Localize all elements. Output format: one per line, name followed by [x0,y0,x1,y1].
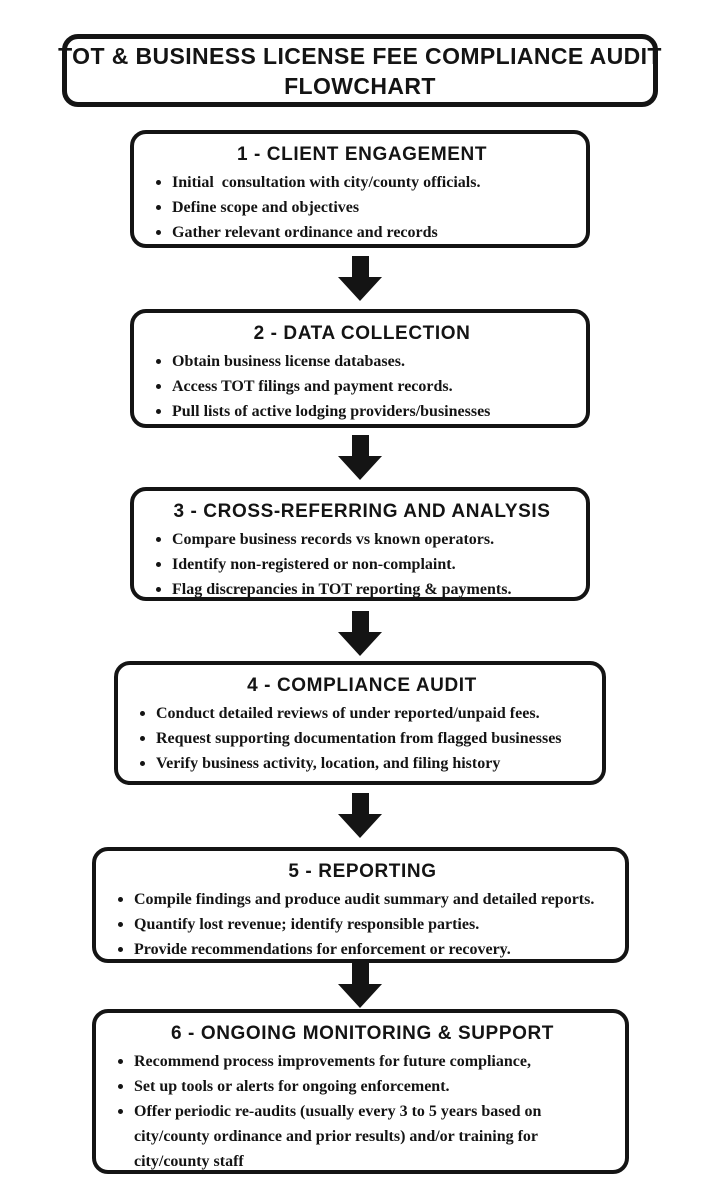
bullet-text: Initial consultation with city/county of… [172,174,481,191]
step-bullet-list: Compare business records vs known operat… [152,527,572,602]
bullet-item: Request supporting documentation from fl… [140,726,588,751]
bullet-dot-icon [118,1084,123,1089]
bullet-text: Recommend process improvements for futur… [134,1053,531,1070]
step-box-cross-referring-analysis: 3 - CROSS-REFERRING AND ANALYSIS Compare… [130,487,590,601]
bullet-dot-icon [140,736,145,741]
step-box-client-engagement: 1 - CLIENT ENGAGEMENT Initial consultati… [130,130,590,248]
step-bullet-list: Conduct detailed reviews of under report… [136,701,588,776]
bullet-dot-icon [156,230,161,235]
bullet-text: Flag discrepancies in TOT reporting & pa… [172,581,512,598]
bullet-item: Verify business activity, location, and … [140,751,588,776]
bullet-item: Quantify lost revenue; identify responsi… [118,912,611,937]
bullet-dot-icon [156,180,161,185]
bullet-item: Compile findings and produce audit summa… [118,887,611,912]
bullet-item: Set up tools or alerts for ongoing enfor… [118,1074,611,1099]
bullet-dot-icon [156,359,161,364]
step-heading: 1 - CLIENT ENGAGEMENT [236,144,488,165]
flowchart-title-line-2: FLOWCHART [284,72,436,99]
bullet-text: Identify non-registered or non-complaint… [172,556,456,573]
bullet-item: Recommend process improvements for futur… [118,1049,611,1074]
down-arrow-icon [337,256,383,301]
down-arrow-icon [337,435,383,480]
bullet-text: Quantify lost revenue; identify responsi… [134,916,480,933]
bullet-text: Verify business activity, location, and … [156,755,501,772]
step-box-compliance-audit: 4 - COMPLIANCE AUDIT Conduct detailed re… [114,661,606,785]
bullet-item: Flag discrepancies in TOT reporting & pa… [156,577,572,602]
bullet-item: Offer periodic re-audits (usually every … [118,1099,611,1174]
bullet-text: Set up tools or alerts for ongoing enfor… [134,1078,450,1095]
bullet-item: Conduct detailed reviews of under report… [140,701,588,726]
bullet-text: Compare business records vs known operat… [172,531,495,548]
bullet-dot-icon [156,537,161,542]
bullet-dot-icon [118,897,123,902]
bullet-dot-icon [156,409,161,414]
step-box-reporting: 5 - REPORTING Compile findings and produ… [92,847,629,963]
step-heading: 2 - DATA COLLECTION [253,323,471,344]
step-bullet-list: Obtain business license databases. Acces… [152,349,572,424]
bullet-text: Offer periodic re-audits (usually every … [134,1103,546,1170]
step-box-ongoing-monitoring-support: 6 - ONGOING MONITORING & SUPPORT Recomme… [92,1009,629,1174]
bullet-text: Obtain business license databases. [172,353,405,370]
step-bullet-list: Initial consultation with city/county of… [152,170,572,245]
step-bullet-list: Compile findings and produce audit summa… [114,887,611,962]
bullet-dot-icon [156,562,161,567]
down-arrow-icon [337,963,383,1008]
bullet-text: Request supporting documentation from fl… [156,730,562,747]
bullet-dot-icon [140,761,145,766]
bullet-text: Access TOT filings and payment records. [172,378,453,395]
bullet-item: Provide recommendations for enforcement … [118,937,611,962]
bullet-text: Compile findings and produce audit summa… [134,891,595,908]
bullet-dot-icon [118,1109,123,1114]
bullet-text: Pull lists of active lodging providers/b… [172,403,491,420]
step-heading: 3 - CROSS-REFERRING AND ANALYSIS [173,501,551,522]
bullet-item: Define scope and objectives [156,195,572,220]
step-bullet-list: Recommend process improvements for futur… [114,1049,611,1174]
step-box-data-collection: 2 - DATA COLLECTION Obtain business lice… [130,309,590,428]
bullet-item: Gather relevant ordinance and records [156,220,572,245]
bullet-dot-icon [118,947,123,952]
bullet-item: Compare business records vs known operat… [156,527,572,552]
bullet-dot-icon [118,922,123,927]
flowchart-title-box: TOT & BUSINESS LICENSE FEE COMPLIANCE AU… [58,34,661,107]
bullet-dot-icon [156,205,161,210]
bullet-item: Initial consultation with city/county of… [156,170,572,195]
down-arrow-icon [337,793,383,838]
bullet-item: Obtain business license databases. [156,349,572,374]
flowchart-title-line-1: TOT & BUSINESS LICENSE FEE COMPLIANCE AU… [58,42,662,69]
bullet-text: Define scope and objectives [172,199,360,216]
bullet-dot-icon [140,711,145,716]
step-heading: 4 - COMPLIANCE AUDIT [247,675,477,696]
bullet-item: Identify non-registered or non-complaint… [156,552,572,577]
bullet-text: Gather relevant ordinance and records [172,224,438,241]
bullet-item: Access TOT filings and payment records. [156,374,572,399]
bullet-dot-icon [156,587,161,592]
bullet-dot-icon [118,1059,123,1064]
down-arrow-icon [337,611,383,656]
bullet-text: Provide recommendations for enforcement … [134,941,511,958]
step-heading: 5 - REPORTING [288,861,437,882]
bullet-text: Conduct detailed reviews of under report… [156,705,540,722]
bullet-dot-icon [156,384,161,389]
step-heading: 6 - ONGOING MONITORING & SUPPORT [170,1023,555,1044]
bullet-item: Pull lists of active lodging providers/b… [156,399,572,424]
